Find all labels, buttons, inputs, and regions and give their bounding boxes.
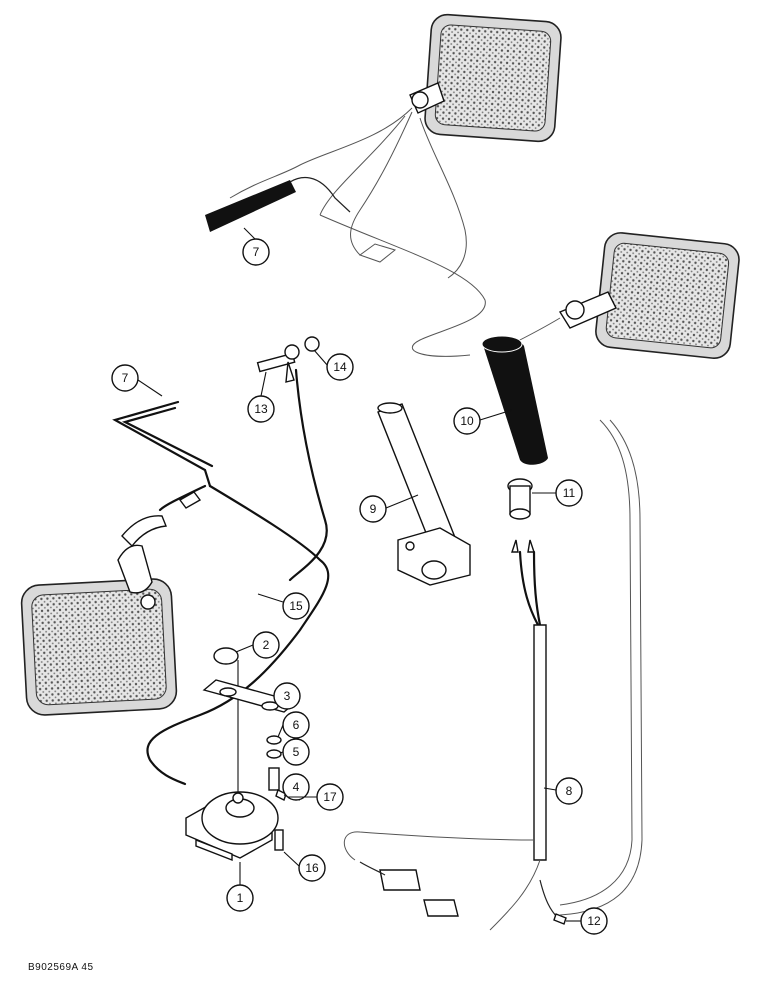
work-lamp-left [20, 515, 178, 716]
hardware-top [256, 336, 320, 383]
figure-code: B902569A 45 [28, 962, 94, 973]
callout-label: 7 [122, 371, 129, 385]
callout-label: 9 [370, 502, 377, 516]
callout-label: 17 [323, 790, 337, 804]
callout-label: 5 [293, 745, 300, 759]
horn-assembly [185, 647, 301, 862]
wiring-harness-top [205, 107, 486, 357]
callout-label: 3 [284, 689, 291, 703]
callout-label: 2 [263, 638, 270, 652]
wiring-harness-left [112, 368, 330, 786]
callout-label: 6 [293, 718, 300, 732]
callouts: 1 2 3 4 5 6 7 7 8 9 10 11 [111, 227, 608, 935]
callout-label: 12 [587, 914, 601, 928]
callout-label: 8 [566, 784, 573, 798]
callout-label: 1 [237, 891, 244, 905]
lever-bracket [377, 402, 471, 586]
callout-label: 14 [333, 360, 347, 374]
callout-label: 16 [305, 861, 319, 875]
work-lamp-right [509, 232, 740, 360]
handle-grip [481, 335, 548, 465]
wire-harness-8 [343, 419, 643, 931]
callout-label: 15 [289, 599, 303, 613]
horn-button [507, 478, 535, 553]
work-lamp-top [409, 13, 562, 143]
callout-label: 11 [563, 486, 576, 500]
callout-label: 7 [253, 245, 260, 259]
callout-label: 10 [460, 414, 474, 428]
callout-label: 13 [254, 402, 268, 416]
callout-label: 4 [293, 780, 300, 794]
